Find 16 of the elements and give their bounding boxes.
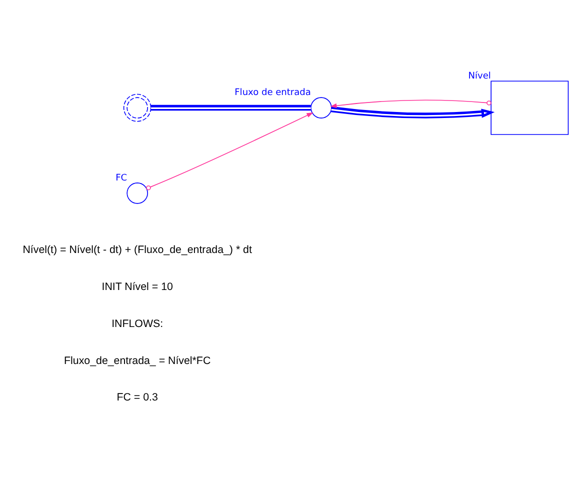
node-circle (126, 182, 148, 204)
label: Fluxo_de_entrada_ = Nível*FC (64, 354, 211, 367)
label: FC = 0.3 (116, 392, 158, 404)
node-label: Fluxo de entrada (234, 88, 311, 98)
label: INFLOWS: (112, 318, 164, 330)
label: INIT Nível = 10 (102, 280, 173, 293)
arrow (331, 106, 495, 118)
node-box (490, 80, 569, 135)
node-label: Nível (468, 72, 491, 82)
label: Nível(t) = Nível(t - dt) + (Fluxo_de_entrada_) * dt (22, 244, 252, 256)
node-label: FC (116, 173, 128, 184)
connector (150, 104, 311, 111)
arrow (330, 100, 492, 108)
arrow (146, 112, 314, 190)
node-circle (310, 97, 332, 118)
node-cloud (123, 94, 152, 122)
